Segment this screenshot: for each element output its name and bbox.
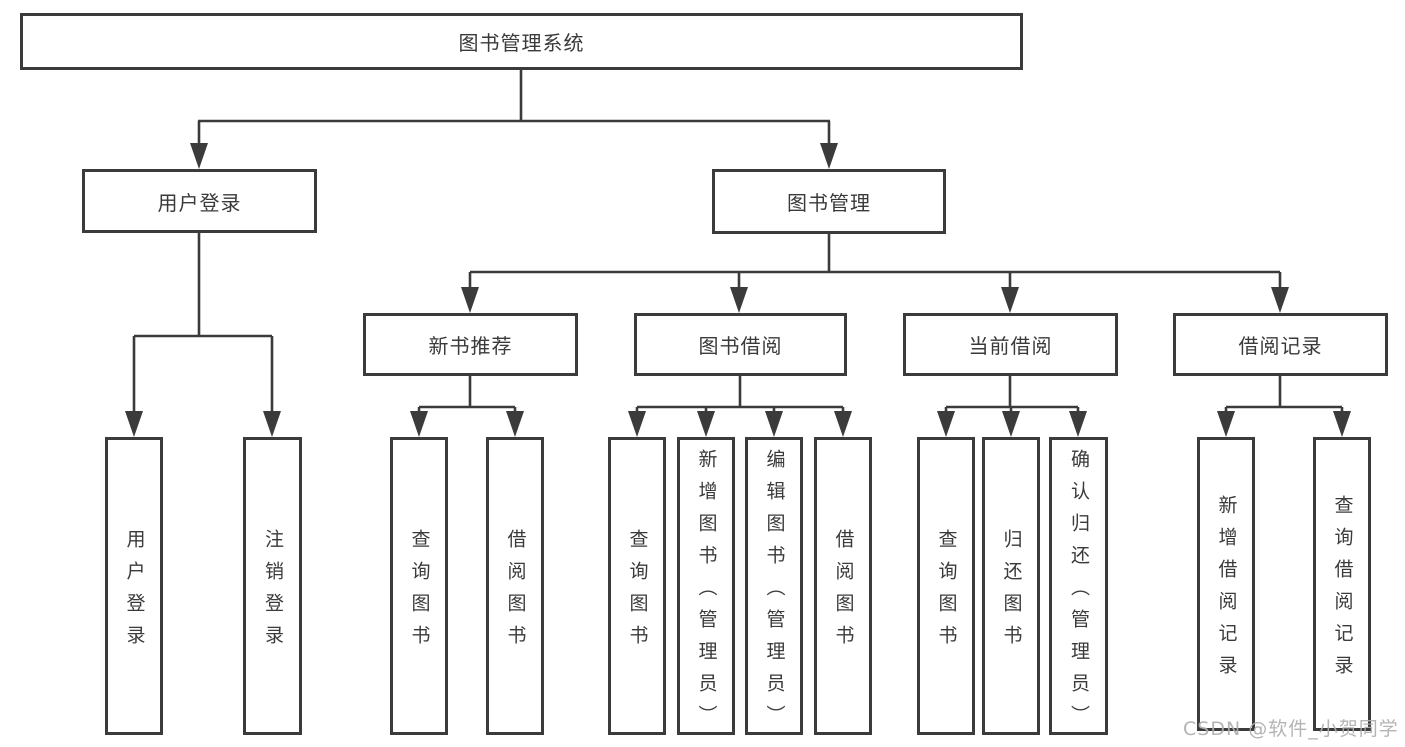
leaf-borrow-borrow-book: 借阅图书: [814, 437, 872, 735]
leaf-recommend-borrow-book: 借阅图书: [486, 437, 544, 735]
leaf-current-query-book-label: 查询图书: [935, 528, 958, 657]
leaf-borrow-edit-book-admin: 编辑图书（管理员）: [745, 437, 803, 737]
leaf-borrow-edit-book-admin-label: 编辑图书（管理员）: [763, 448, 786, 737]
leaf-records-add-record-label: 新增借阅记录: [1215, 494, 1238, 687]
leaf-current-return-book: 归还图书: [982, 437, 1040, 735]
leaf-current-return-book-label: 归还图书: [1000, 528, 1023, 657]
leaf-current-query-book: 查询图书: [917, 437, 975, 735]
leaf-borrow-add-book-admin-label: 新增图书（管理员）: [695, 448, 718, 737]
leaf-borrow-borrow-book-label: 借阅图书: [832, 528, 855, 657]
arrowheads: [125, 143, 1351, 437]
node-current-borrow: 当前借阅: [903, 313, 1118, 376]
node-borrow-records: 借阅记录: [1173, 313, 1388, 376]
leaf-records-query-record: 查询借阅记录: [1313, 437, 1371, 731]
node-root-library-system: 图书管理系统: [20, 13, 1023, 70]
leaf-records-query-record-label: 查询借阅记录: [1331, 494, 1354, 687]
leaf-recommend-borrow-book-label: 借阅图书: [504, 528, 527, 657]
leaf-user-login: 用户登录: [105, 437, 163, 735]
node-book-management: 图书管理: [712, 169, 946, 234]
leaf-logout-label: 注销登录: [262, 528, 284, 657]
csdn-watermark: CSDN @软件_小贺同学: [1183, 718, 1399, 740]
leaf-records-add-record: 新增借阅记录: [1197, 437, 1255, 731]
node-new-book-recommend: 新书推荐: [363, 313, 578, 376]
leaf-recommend-query-book-label: 查询图书: [408, 528, 431, 657]
leaf-current-confirm-return-admin: 确认归还（管理员）: [1049, 437, 1108, 737]
node-user-login: 用户登录: [82, 169, 317, 233]
leaf-logout: 注销登录: [243, 437, 302, 735]
leaf-borrow-query-book-label: 查询图书: [626, 528, 649, 657]
node-book-borrow: 图书借阅: [634, 313, 847, 376]
leaf-recommend-query-book: 查询图书: [390, 437, 448, 735]
leaf-current-confirm-return-admin-label: 确认归还（管理员）: [1068, 448, 1090, 737]
leaf-borrow-add-book-admin: 新增图书（管理员）: [677, 437, 735, 737]
leaf-user-login-label: 用户登录: [123, 528, 146, 657]
leaf-borrow-query-book: 查询图书: [608, 437, 666, 735]
